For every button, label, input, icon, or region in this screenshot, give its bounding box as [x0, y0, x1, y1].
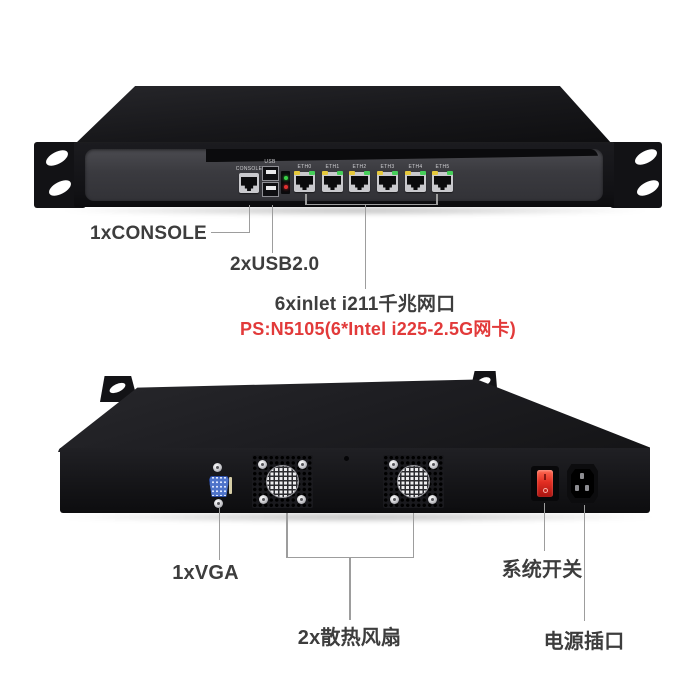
console-port [239, 173, 259, 193]
rear-panel [60, 448, 650, 513]
front-right-rack-ear [610, 142, 662, 208]
vga-screw-bottom [214, 499, 223, 508]
console-port-label: CONSOLE [235, 166, 263, 172]
usb-port-bottom [262, 182, 279, 197]
console-callout-line [248, 205, 250, 233]
fan-grille-right [383, 455, 444, 508]
eth0-port [294, 171, 315, 192]
mounting-hole [108, 380, 127, 396]
fan-annotation: 2x散热风扇 [297, 627, 402, 649]
eth5-port [432, 171, 453, 192]
eth3-label: ETH3 [380, 164, 395, 170]
power-callout-line [583, 505, 585, 621]
ps-note-annotation: PS:N5105(6*Intel i225-2.5G网卡) [240, 319, 516, 339]
switch-callout-line [543, 503, 545, 551]
eth4-port [405, 171, 426, 192]
fan-callout-line [349, 558, 351, 620]
eth-bracket-line [436, 194, 438, 205]
vga-port [209, 476, 229, 497]
mounting-hole [43, 147, 71, 169]
power-led [283, 176, 288, 180]
fan-bracket-line [412, 513, 414, 558]
status-led [283, 185, 288, 189]
eth-bracket-line [305, 194, 307, 205]
eth1-label: ETH1 [325, 164, 340, 170]
fan-bracket-line [286, 513, 288, 558]
eth-bracket-line [305, 203, 438, 205]
fan-bracket-line [286, 556, 414, 558]
mounting-hole [46, 177, 74, 199]
eth5-label: ETH5 [435, 164, 450, 170]
usb-annotation: 2xUSB2.0 [230, 254, 320, 275]
eth-callout-line [364, 205, 366, 289]
fan-hub [266, 465, 299, 498]
power-annotation: 电源插口 [543, 631, 625, 653]
mounting-hole [632, 146, 660, 168]
vga-annotation: 1xVGA [172, 562, 239, 584]
fan-hub [397, 465, 430, 498]
eth4-label: ETH4 [408, 164, 423, 170]
rear-top-surface [58, 379, 650, 452]
vga-callout-line [218, 508, 220, 560]
chassis-top-surface [75, 86, 612, 144]
switch-annotation: 系统开关 [501, 559, 583, 581]
vga-bracket [229, 477, 232, 494]
reset-pinhole [344, 456, 349, 461]
power-inlet [567, 464, 598, 503]
usb-port-label: USB [264, 159, 276, 165]
vga-screw-top [213, 463, 222, 472]
led-indicator-strip [281, 171, 290, 194]
fan-grille-left [252, 455, 313, 508]
power-switch-rocker [537, 470, 553, 497]
power-switch [531, 466, 559, 501]
eth2-port [349, 171, 370, 192]
eth0-label: ETH0 [297, 164, 312, 170]
usb-callout-line [271, 205, 273, 253]
eth3-port [377, 171, 398, 192]
eth2-label: ETH2 [352, 164, 367, 170]
front-drop-shadow [55, 205, 655, 216]
mounting-hole [634, 177, 662, 199]
eth1-port [322, 171, 343, 192]
usb-port-top [262, 166, 279, 181]
rear-drop-shadow [52, 511, 662, 523]
console-callout-line [211, 231, 250, 233]
console-annotation: 1xCONSOLE [90, 223, 207, 244]
eth-annotation: 6xinlet i211千兆网口 [274, 294, 456, 315]
